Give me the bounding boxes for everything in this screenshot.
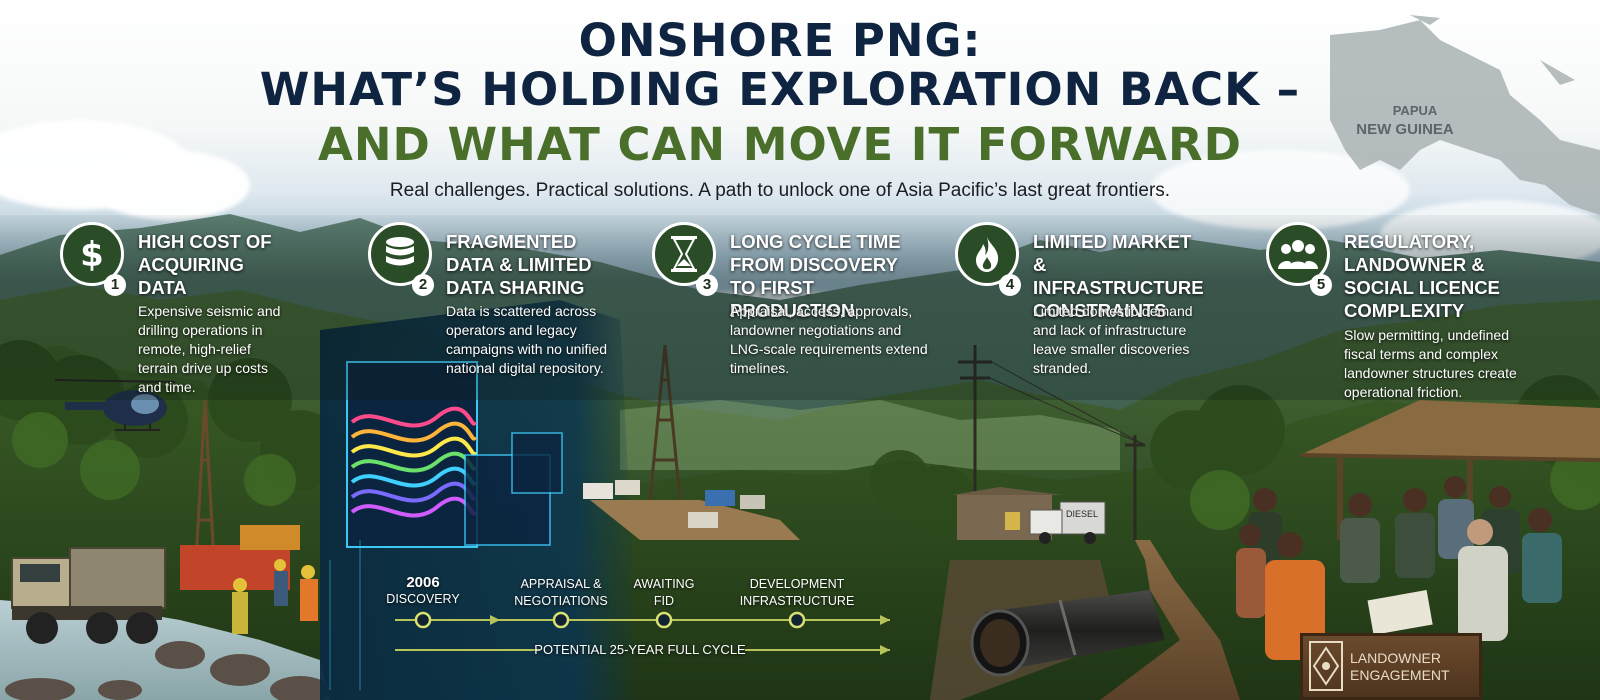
helicopter (54, 379, 176, 431)
challenge-description: Appraisal, access, approvals, landowner … (730, 303, 928, 376)
stage-line2: INFRASTRUCTURE (739, 594, 855, 608)
stage-line1: DEVELOPMENT (749, 577, 845, 591)
timeline-stage-appraisal: APPRAISAL & NEGOTIATIONS (501, 576, 621, 610)
number-badge: 4 (999, 274, 1021, 296)
png-map-shape (1330, 20, 1600, 215)
data-panel (346, 361, 478, 548)
title-line-1: ONSHORE PNG: (578, 14, 982, 67)
challenge-title: High Cost of Acquiring Data (138, 231, 272, 298)
timeline-node-development (788, 611, 806, 629)
number-badge: 1 (104, 274, 126, 296)
community-meeting-people (1236, 476, 1562, 660)
svg-text:$: $ (80, 235, 104, 274)
challenge-title: Fragmented Data & Limited Data Sharing (446, 231, 592, 298)
content-scrim (0, 215, 1600, 400)
sign-line1: LANDOWNER (1350, 650, 1442, 666)
sign-text: LANDOWNER ENGAGEMENT (1350, 650, 1478, 684)
sign-line2: ENGAGEMENT (1350, 667, 1450, 683)
cloud (90, 150, 250, 220)
stage-line2: NEGOTIATIONS (514, 594, 608, 608)
challenge-title: Regulatory, Landowner & Social Licence C… (1344, 231, 1500, 321)
drilling-rig-left (193, 399, 217, 581)
timeline-stage-discovery: 2006 DISCOVERY (373, 574, 473, 608)
challenge-description: Slow permitting, undefined fiscal terms … (1344, 327, 1517, 400)
challenge-title: Long Cycle Time from Discovery to First … (730, 231, 901, 321)
power-poles (958, 345, 1145, 540)
challenge-description: Expensive seismic and drilling operation… (138, 303, 281, 395)
cycle-bracket-arrow (880, 645, 890, 655)
number-badge: 5 (1310, 274, 1332, 296)
stage-line1: APPRAISAL & (520, 577, 602, 591)
workers-left (232, 559, 318, 634)
stage-line2: FID (653, 594, 675, 608)
timeline-cycle-label: POTENTIAL 25-YEAR FULL CYCLE (534, 642, 746, 657)
stage-name: DISCOVERY (386, 592, 460, 606)
people-icon (1266, 222, 1330, 286)
map-label-new-guinea: NEW GUINEA (1356, 121, 1454, 138)
timeline-stage-fid: AWAITING FID (624, 576, 704, 610)
map-label-papua: PAPUA (1392, 103, 1438, 118)
stage-line1: AWAITING (633, 577, 695, 591)
title-line-3: AND WHAT CAN MOVE IT FORWARD (318, 118, 1242, 171)
challenge-description: Limited domestic demand and lack of infr… (1033, 303, 1193, 376)
timeline-node-discovery (414, 611, 432, 629)
drilling-rig-center (648, 344, 682, 501)
landowner-sign (1300, 633, 1482, 700)
truck (11, 547, 166, 644)
title-line-2: WHAT’S HOLDING EXPLORATION BACK – (259, 63, 1301, 116)
number-badge: 3 (696, 274, 718, 296)
timeline-arrow (490, 615, 500, 625)
sign-emblem-icon (1309, 641, 1343, 691)
timeline-node-appraisal (552, 611, 570, 629)
stage-year: 2006 (406, 574, 440, 591)
subtitle: Real challenges. Practical solutions. A … (389, 180, 1171, 201)
timeline-stage-development: DEVELOPMENT INFRASTRUCTURE (737, 576, 857, 610)
diesel-label: DIESEL (1066, 509, 1098, 519)
pipeline (970, 590, 1165, 677)
challenge-description: Data is scattered across operators and l… (446, 303, 608, 376)
number-badge: 2 (412, 274, 434, 296)
challenge-title: Limited Market & Infrastructure Constrai… (1033, 231, 1204, 321)
timeline-arrow (880, 615, 890, 625)
camp-buildings (583, 480, 765, 528)
timeline-node-fid (655, 611, 673, 629)
diesel-truck (1029, 501, 1106, 544)
